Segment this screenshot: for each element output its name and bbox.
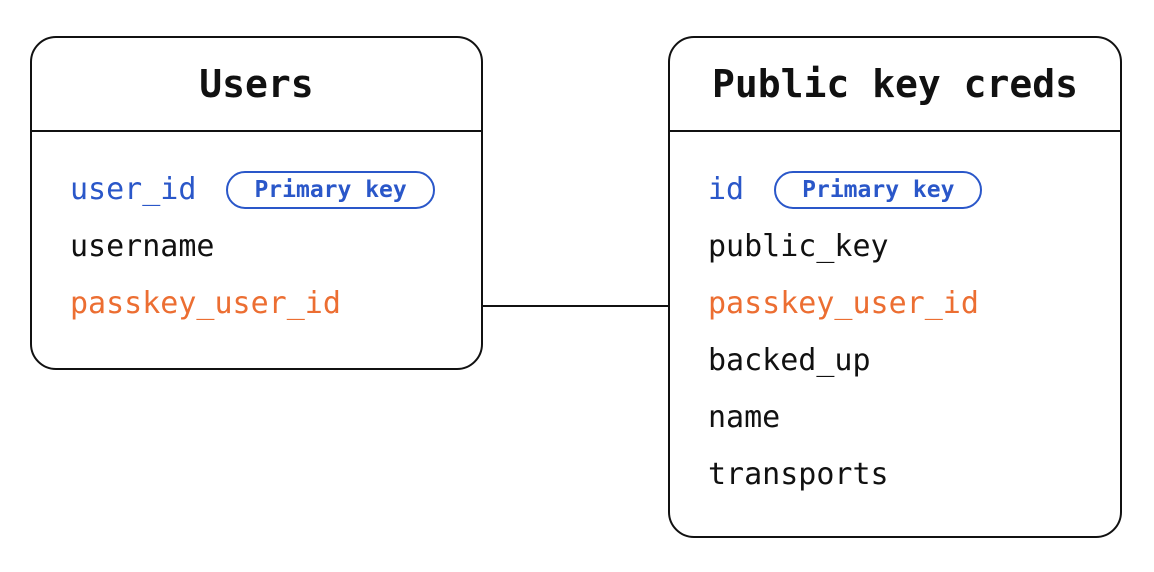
table-row: username: [70, 218, 481, 275]
field-backed-up: backed_up: [708, 343, 871, 378]
table-public-key-creds-body: id Primary key public_key passkey_user_i…: [670, 132, 1120, 503]
table-row: public_key: [708, 218, 1120, 275]
field-transports: transports: [708, 457, 889, 492]
table-row: id Primary key: [708, 161, 1120, 218]
table-row: backed_up: [708, 332, 1120, 389]
primary-key-badge: Primary key: [774, 170, 983, 209]
table-row: name: [708, 389, 1120, 446]
table-users-title: Users: [32, 38, 481, 132]
table-public-key-creds-title: Public key creds: [670, 38, 1120, 132]
field-user-id: user_id: [70, 172, 197, 207]
table-row: user_id Primary key: [70, 161, 481, 218]
field-public-key: public_key: [708, 229, 889, 264]
field-username: username: [70, 229, 215, 264]
primary-key-badge: Primary key: [226, 170, 435, 209]
relationship-line: [482, 305, 668, 307]
table-public-key-creds: Public key creds id Primary key public_k…: [668, 36, 1122, 538]
table-users: Users user_id Primary key username passk…: [30, 36, 483, 370]
field-passkey-user-id: passkey_user_id: [70, 286, 341, 321]
table-row: passkey_user_id: [70, 275, 481, 332]
field-name: name: [708, 400, 781, 435]
field-id: id: [708, 172, 745, 207]
table-row: passkey_user_id: [708, 275, 1120, 332]
table-row: transports: [708, 446, 1120, 503]
table-users-body: user_id Primary key username passkey_use…: [32, 132, 481, 332]
field-passkey-user-id: passkey_user_id: [708, 286, 979, 321]
